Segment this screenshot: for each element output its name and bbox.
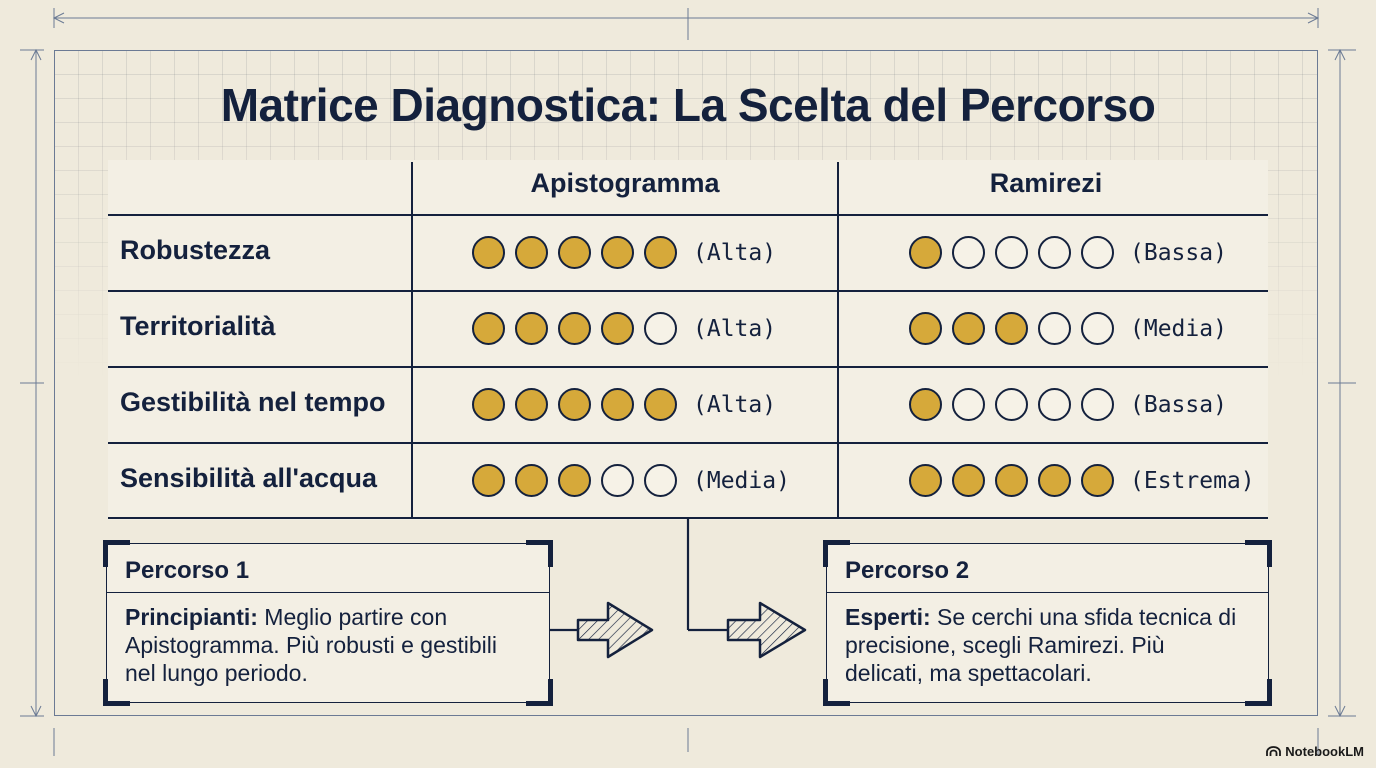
rating-ramirezi: (Bassa) xyxy=(909,388,1227,421)
rating-dot-filled xyxy=(995,464,1028,497)
rating-dot-filled xyxy=(472,388,505,421)
rating-dot-filled xyxy=(952,464,985,497)
rating-dot-filled xyxy=(515,236,548,269)
arrow-icon xyxy=(726,601,807,659)
rating-ramirezi: (Estrema) xyxy=(909,464,1255,497)
rating-dot-filled xyxy=(1081,464,1114,497)
rating-dot-empty xyxy=(601,464,634,497)
rating-dot-filled xyxy=(909,388,942,421)
rating-dot-empty xyxy=(952,388,985,421)
rating-dot-filled xyxy=(644,236,677,269)
rating-dot-filled xyxy=(558,236,591,269)
rating-label: (Alta) xyxy=(693,391,777,418)
rating-dot-filled xyxy=(601,312,634,345)
rating-label: (Bassa) xyxy=(1130,239,1227,266)
rating-dot-empty xyxy=(1038,388,1071,421)
rating-dot-empty xyxy=(1081,236,1114,269)
rating-ramirezi: (Media) xyxy=(909,312,1227,345)
rating-dot-empty xyxy=(644,464,677,497)
rating-dot-empty xyxy=(995,388,1028,421)
rating-dot-filled xyxy=(558,388,591,421)
rating-ramirezi: (Bassa) xyxy=(909,236,1227,269)
row-label-territorialita: Territorialità xyxy=(120,311,276,341)
rating-label: (Media) xyxy=(1130,315,1227,342)
rating-dot-empty xyxy=(995,236,1028,269)
notebooklm-icon xyxy=(1266,746,1282,756)
rating-dot-empty xyxy=(1038,236,1071,269)
row-label-robustezza: Robustezza xyxy=(120,235,271,265)
rating-dot-filled xyxy=(472,236,505,269)
rating-dot-filled xyxy=(558,464,591,497)
rating-label: (Bassa) xyxy=(1130,391,1227,418)
rating-dot-filled xyxy=(644,388,677,421)
rating-dot-filled xyxy=(952,312,985,345)
rating-dot-empty xyxy=(644,312,677,345)
rating-dot-filled xyxy=(601,388,634,421)
rating-dot-filled xyxy=(909,464,942,497)
brand-name: NotebookLM xyxy=(1285,744,1364,759)
path-card-1: Percorso 1 Principianti: Meglio partire … xyxy=(103,540,553,706)
rating-dot-filled xyxy=(601,236,634,269)
arrow-icon xyxy=(576,601,654,659)
rating-dot-filled xyxy=(515,312,548,345)
path-card-2: Percorso 2 Esperti: Se cerchi una sfida … xyxy=(823,540,1272,706)
path-description: Principianti: Meglio partire con Apistog… xyxy=(125,604,497,686)
column-header-ramirezi: Ramirezi xyxy=(989,168,1103,198)
rating-dot-filled xyxy=(1038,464,1071,497)
rating-dot-filled xyxy=(558,312,591,345)
path-title: Percorso 1 xyxy=(107,544,549,593)
rating-apistogramma: (Alta) xyxy=(472,312,776,345)
rating-dot-filled xyxy=(909,236,942,269)
rating-apistogramma: (Alta) xyxy=(472,388,776,421)
rating-label: (Estrema) xyxy=(1130,467,1255,494)
rating-dot-empty xyxy=(1081,312,1114,345)
rating-dot-filled xyxy=(515,388,548,421)
rating-dot-empty xyxy=(1038,312,1071,345)
rating-apistogramma: (Alta) xyxy=(472,236,776,269)
rating-label: (Alta) xyxy=(693,315,777,342)
matrix-background xyxy=(108,160,1268,520)
rating-apistogramma: (Media) xyxy=(472,464,790,497)
path-title: Percorso 2 xyxy=(827,544,1268,593)
rating-dot-filled xyxy=(472,312,505,345)
row-label-sensibilita: Sensibilità all'acqua xyxy=(120,463,378,493)
path-description: Esperti: Se cerchi una sfida tecnica di … xyxy=(845,604,1237,686)
rating-label: (Alta) xyxy=(693,239,777,266)
rating-dot-empty xyxy=(1081,388,1114,421)
blueprint-frame xyxy=(54,50,1318,716)
column-header-apistogramma: Apistogramma xyxy=(530,168,720,198)
row-label-gestibilita: Gestibilità nel tempo xyxy=(120,387,386,417)
notebooklm-logo: NotebookLM xyxy=(1266,744,1364,759)
rating-dot-filled xyxy=(472,464,505,497)
rating-dot-filled xyxy=(515,464,548,497)
rating-label: (Media) xyxy=(693,467,790,494)
rating-dot-filled xyxy=(995,312,1028,345)
rating-dot-empty xyxy=(952,236,985,269)
rating-dot-filled xyxy=(909,312,942,345)
page-title: Matrice Diagnostica: La Scelta del Perco… xyxy=(220,79,1156,131)
